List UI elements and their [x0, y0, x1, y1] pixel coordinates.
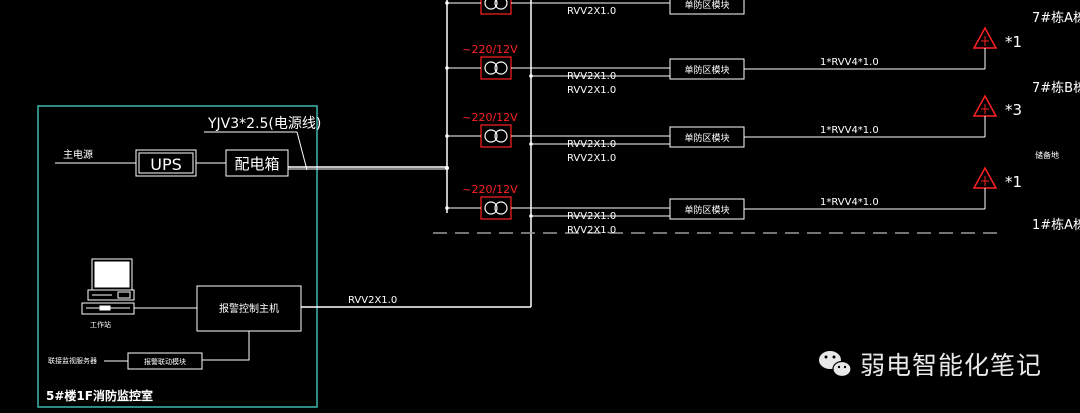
- detector-icon: [972, 26, 998, 54]
- linkage-module-box: 报警联动模块: [127, 352, 203, 370]
- computer-workstation-icon: [81, 258, 135, 315]
- device-count: *1: [1005, 33, 1022, 51]
- cable-label: RVV2X1.0: [567, 85, 616, 96]
- wechat-icon: [819, 351, 852, 378]
- transformer-voltage-label: ~220/12V: [462, 43, 518, 56]
- cable-label: RVV2X1.0: [567, 225, 616, 236]
- transformer-voltage-label: ~220/12V: [462, 183, 518, 196]
- detector-cable-label: 1*RVV4*1.0: [820, 197, 879, 208]
- detector-cable-label: 1*RVV4*1.0: [820, 125, 879, 136]
- zone-module-box: 单防区模块: [669, 126, 745, 148]
- detector-icon: [972, 166, 998, 194]
- control-room-frame: [37, 105, 318, 408]
- zone-module-label: 单防区模块: [684, 0, 729, 11]
- distribution-box-label: 配电箱: [234, 155, 279, 173]
- power-cable-label: YJV3*2.5(电源线): [207, 116, 321, 132]
- zone-module-label: 单防区模块: [684, 64, 729, 76]
- control-room-title: 5#楼1F消防监控室: [46, 388, 153, 403]
- zone-label: 7#栋B栋: [1032, 80, 1080, 96]
- watermark: 弱电智能化笔记: [819, 351, 1042, 380]
- branch-row: ~220/12VRVV2X1.0RVV2X1.0单防区模块1*RVV4*1.0*…: [445, 26, 1080, 96]
- zone-label: 7#栋A栋: [1032, 10, 1080, 26]
- zone-module-box: 单防区模块: [669, 198, 745, 220]
- host-cable-label: RVV2X1.0: [348, 295, 397, 306]
- detector-icon: [972, 94, 998, 122]
- linkage-module-label: 报警联动模块: [144, 357, 186, 366]
- ups-label: UPS: [150, 155, 182, 174]
- device-count: *1: [1005, 173, 1022, 191]
- branch-row: RVV2X1.0 单防区模块 7#栋A栋: [445, 0, 1080, 26]
- zone-label: 储备地: [1035, 150, 1059, 160]
- monitor-server-label: 联接监视服务器: [48, 356, 97, 365]
- transformer-icon: [480, 56, 512, 80]
- ups-box: UPS: [135, 149, 197, 177]
- transformer-voltage-label: ~220/12V: [462, 111, 518, 124]
- main-power-label: 主电源: [63, 148, 93, 161]
- zone-label: 1#栋A栋: [1032, 217, 1080, 233]
- branch-row: ~220/12VRVV2X1.0RVV2X1.0单防区模块1*RVV4*1.0*…: [445, 166, 1080, 236]
- distribution-box: 配电箱: [225, 149, 289, 177]
- cable-label: RVV2X1.0: [567, 6, 616, 17]
- transformer-icon: [480, 196, 512, 220]
- zone-module-box: 单防区模块: [669, 0, 745, 15]
- zone-module-box: 单防区模块: [669, 58, 745, 80]
- cable-label: RVV2X1.0: [567, 153, 616, 164]
- branch-row: ~220/12VRVV2X1.0RVV2X1.0单防区模块1*RVV4*1.0*…: [445, 94, 1059, 164]
- zone-module-label: 单防区模块: [684, 132, 729, 144]
- transformer-icon: [480, 0, 512, 15]
- detector-cable-label: 1*RVV4*1.0: [820, 57, 879, 68]
- transformer-icon: [480, 124, 512, 148]
- workstation-label: 工作站: [90, 320, 111, 329]
- device-count: *3: [1005, 101, 1022, 119]
- zone-module-label: 单防区模块: [684, 204, 729, 216]
- watermark-text: 弱电智能化笔记: [860, 351, 1042, 380]
- alarm-control-host: 报警控制主机: [196, 285, 302, 332]
- alarm-host-label: 报警控制主机: [219, 302, 279, 315]
